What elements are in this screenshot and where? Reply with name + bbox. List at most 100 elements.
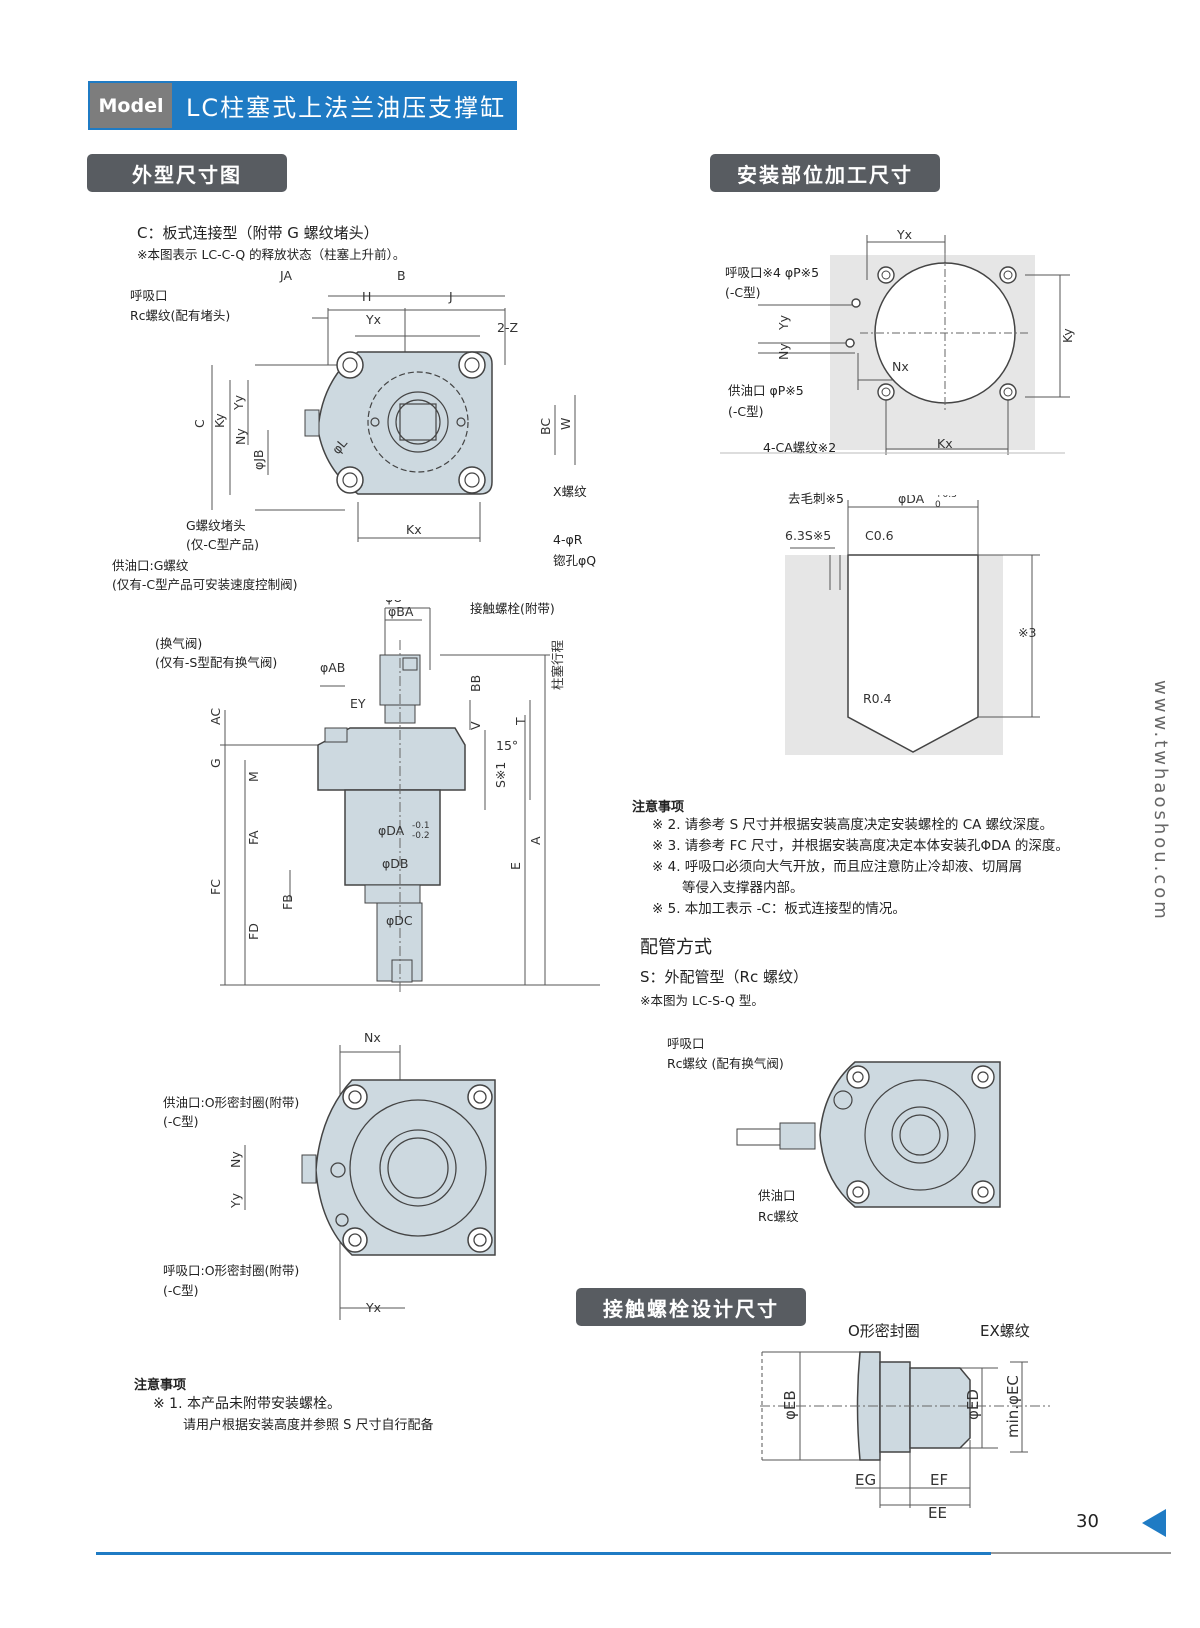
svg-text:M: M <box>246 771 261 782</box>
svg-text:-0.1: -0.1 <box>412 821 430 831</box>
callout-breath-thread: Rc螺纹(配有堵头) <box>130 308 231 323</box>
model-header: Model LC柱塞式上法兰油压支撑缸 <box>88 81 517 130</box>
callout-supply-oring-type: (-C型) <box>163 1114 199 1129</box>
svg-text:φAB: φAB <box>320 660 345 675</box>
svg-text:0: 0 <box>935 500 941 510</box>
mount-note-4: ※ 4. 呼吸口必须向大气开放，而且应注意防止冷却液、切屑屑 <box>652 859 1023 875</box>
svg-text:6.3S※5: 6.3S※5 <box>785 528 831 543</box>
svg-text:C0.6: C0.6 <box>865 528 894 543</box>
mount-note-4b: 等侵入支撑器内部。 <box>682 880 804 896</box>
outline-type-note: ※本图表示 LC-C-Q 的释放状态（柱塞上升前）。 <box>137 247 406 262</box>
svg-text:φU: φU <box>385 600 402 605</box>
svg-text:φBA: φBA <box>388 604 414 619</box>
section-contact-bolt: 接触螺栓设计尺寸 <box>576 1288 806 1326</box>
svg-text:φDC: φDC <box>386 913 413 928</box>
mount-note-3: ※ 3. 请参考 FC 尺寸，并根据安装高度决定本体安装孔ΦDA 的深度。 <box>652 838 1069 854</box>
mount-note-2: ※ 2. 请参考 S 尺寸并根据安装高度决定安装螺栓的 CA 螺纹深度。 <box>652 817 1054 833</box>
section-mounting: 安装部位加工尺寸 <box>710 154 940 192</box>
dim-x-thread: X螺纹 <box>553 484 587 499</box>
callout-g-plug-note: (仅-C型产品) <box>186 537 259 552</box>
callout-supply-oring: 供油口:O形密封圈(附带) <box>163 1095 300 1110</box>
svg-text:EY: EY <box>350 696 366 711</box>
outline-notes-title: 注意事项 <box>134 1378 187 1393</box>
piping-title: 配管方式 <box>640 937 712 958</box>
svg-text:Ny: Ny <box>228 1151 243 1168</box>
svg-text:φED: φED <box>964 1389 982 1420</box>
footer-rule <box>96 1552 991 1555</box>
dim-counterbore-q: 锪孔φQ <box>553 553 597 568</box>
svg-text:EE: EE <box>928 1504 947 1522</box>
svg-text:B: B <box>397 270 406 283</box>
svg-text:AC: AC <box>208 708 223 725</box>
mounting-section-view: φDA +0.3 0 6.3S※5 C0.6 ※3 R0.4 <box>785 495 1040 755</box>
svg-text:Kx: Kx <box>937 436 953 451</box>
website-url: www.twhaoshou.com <box>1150 680 1171 922</box>
svg-text:BC: BC <box>538 418 553 435</box>
mount-callout-breath: 呼吸口※4 φP※5 <box>725 265 820 280</box>
svg-text:Ny: Ny <box>776 343 791 360</box>
outline-top-view: JA B H J Yx 2-Z C Ky Yy Ny φJB BC W φL K… <box>192 270 576 542</box>
svg-text:H: H <box>362 289 371 304</box>
piping-note: ※本图为 LC-S-Q 型。 <box>640 993 764 1008</box>
mount-callout-supply-type: (-C型) <box>728 404 764 419</box>
model-tag: Model <box>90 83 172 128</box>
svg-text:φDA: φDA <box>378 823 405 838</box>
svg-text:+0.3: +0.3 <box>935 495 957 500</box>
svg-text:Ny: Ny <box>233 428 248 445</box>
piping-supply-thread: Rc螺纹 <box>758 1209 799 1224</box>
dim-4-phi-r: 4-φR <box>553 532 583 547</box>
svg-text:V: V <box>468 721 483 730</box>
svg-text:Yy: Yy <box>231 394 246 411</box>
page-title: LC柱塞式上法兰油压支撑缸 <box>172 83 515 128</box>
svg-text:Kx: Kx <box>406 522 422 537</box>
svg-text:BB: BB <box>468 675 483 692</box>
outline-type-title: C：板式连接型（附带 G 螺纹堵头） <box>137 224 379 242</box>
svg-text:T: T <box>513 717 528 726</box>
svg-text:φDA: φDA <box>898 495 925 506</box>
callout-breath-port: 呼吸口 <box>130 288 168 303</box>
mount-note-5: ※ 5. 本加工表示 -C：板式连接型的情况。 <box>652 901 906 917</box>
svg-text:EG: EG <box>855 1471 876 1489</box>
mount-callout-ca: 4-CA螺纹※2 <box>763 440 837 455</box>
svg-text:15°: 15° <box>496 738 518 753</box>
svg-text:2-Z: 2-Z <box>497 320 518 335</box>
svg-text:S※1: S※1 <box>493 762 508 788</box>
svg-text:EF: EF <box>930 1471 948 1489</box>
contact-ex-thread: EX螺纹 <box>980 1322 1030 1340</box>
svg-text:Yx: Yx <box>365 312 381 327</box>
svg-text:min.φEC: min.φEC <box>1004 1375 1022 1438</box>
svg-text:-0.2: -0.2 <box>412 831 430 841</box>
svg-text:W: W <box>558 418 573 430</box>
mount-notes-title: 注意事项 <box>632 800 685 815</box>
outline-side-view: φU φBA φAB EY AC G M FA FC FB FD φDA -0.… <box>208 600 600 995</box>
piping-supply: 供油口 <box>758 1188 796 1203</box>
mount-callout-breath-type: (-C型) <box>725 285 761 300</box>
callout-supply-note: (仅有-C型产品可安装速度控制阀) <box>112 577 298 592</box>
svg-text:Yx: Yx <box>365 1300 381 1315</box>
piping-type: S：外配管型（Rc 螺纹） <box>640 968 808 986</box>
svg-text:Ky: Ky <box>1060 328 1075 343</box>
svg-text:Yy: Yy <box>776 314 791 331</box>
callout-contact-bolt: 接触螺栓(附带) <box>470 601 555 616</box>
svg-text:Yy: Yy <box>228 1192 243 1209</box>
svg-text:FB: FB <box>280 894 295 910</box>
svg-text:Nx: Nx <box>364 1030 381 1045</box>
outline-note-1b: 请用户根据安装高度并参照 S 尺寸自行配备 <box>183 1418 434 1433</box>
piping-breath-thread: Rc螺纹 (配有换气阀) <box>667 1056 784 1071</box>
svg-text:Yx: Yx <box>896 227 912 242</box>
page-triangle-icon <box>1142 1509 1166 1537</box>
callout-vent-valve: (换气阀) <box>155 636 203 651</box>
svg-text:C: C <box>192 419 207 428</box>
svg-text:J: J <box>448 289 453 304</box>
piping-view <box>736 1061 1001 1208</box>
svg-text:E: E <box>508 862 523 870</box>
svg-text:A: A <box>528 836 543 845</box>
svg-text:φJB: φJB <box>251 449 266 470</box>
svg-text:Nx: Nx <box>892 359 909 374</box>
footer-rule-grey <box>991 1552 1171 1554</box>
svg-text:φDB: φDB <box>382 856 408 871</box>
svg-text:JA: JA <box>279 270 292 283</box>
svg-text:FA: FA <box>246 830 261 845</box>
svg-text:φEB: φEB <box>781 1390 799 1420</box>
contact-bolt-view: φEB φED min.φEC EG EF EE <box>760 1351 1050 1522</box>
